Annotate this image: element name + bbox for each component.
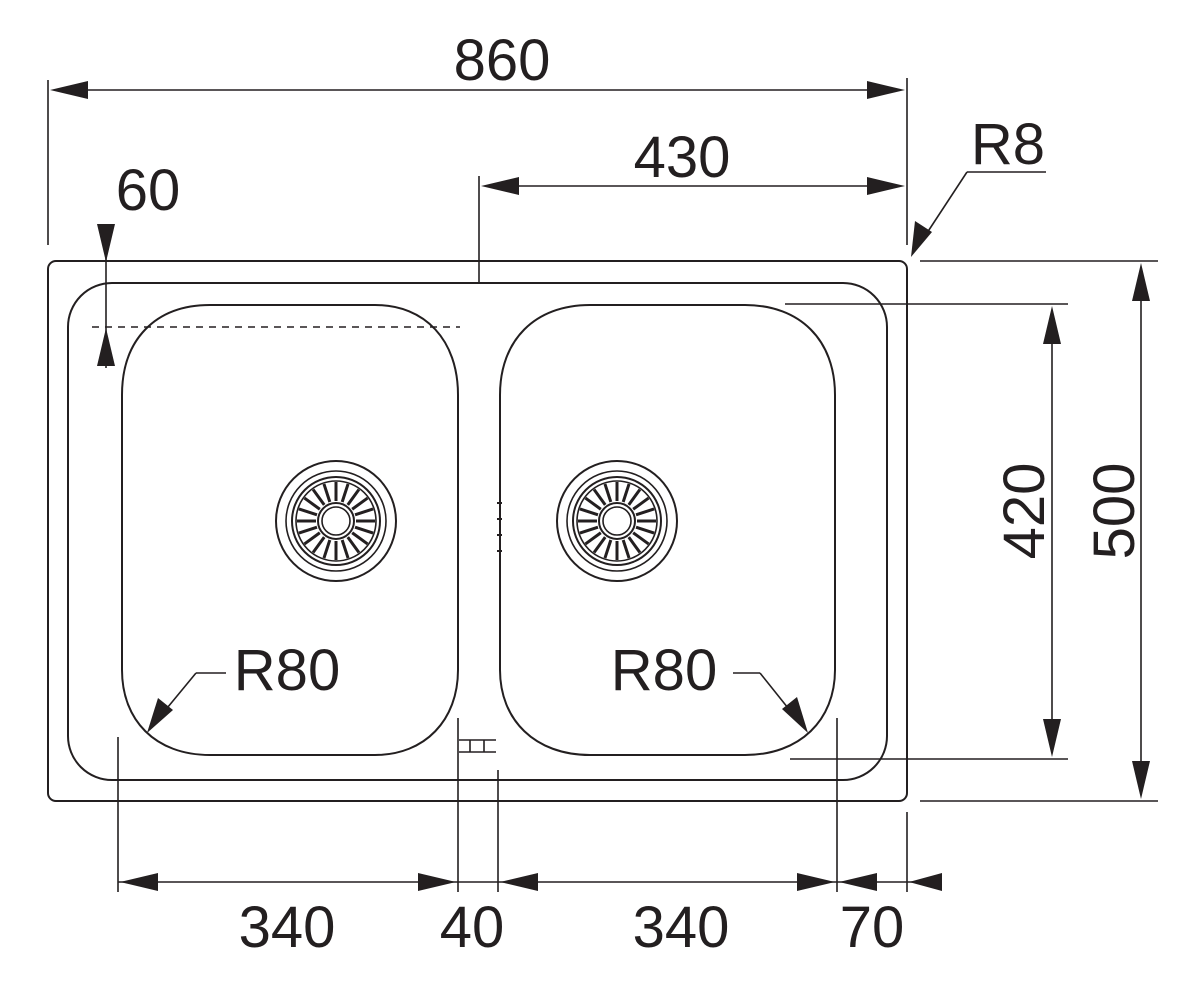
label-500: 500 [1082,463,1147,560]
divider-bridge [459,739,496,753]
label-860: 860 [454,28,551,93]
right-bowl-outline [499,304,836,756]
dimension-bowl-depth: 420 [785,303,1068,760]
label-left-bowl-width: 340 [239,895,336,960]
label-left-r80: R80 [234,638,340,703]
dimension-right-bowl-radius: R80 [611,638,808,733]
label-divider-width: 40 [440,895,505,960]
label-60: 60 [116,158,181,223]
label-right-margin: 70 [840,895,905,960]
dimension-overall-width: 860 [47,28,908,245]
label-right-bowl-width: 340 [633,895,730,960]
dimension-corner-radius: R8 [911,112,1046,257]
label-right-r80: R80 [611,638,717,703]
left-bowl-outline [121,304,459,756]
dimension-overall-depth: 500 [920,260,1158,802]
sink-inner-rim [67,282,888,781]
dimension-rim-offset: 60 [92,158,460,368]
right-drain-strainer [555,459,679,583]
left-drain-strainer [274,459,398,583]
dimension-bottom-chain: 340 40 340 70 [117,718,942,960]
label-420: 420 [992,463,1057,560]
label-430: 430 [634,125,731,190]
dimension-half-width: 430 [478,125,905,283]
dimension-left-bowl-radius: R80 [147,638,340,733]
label-r8: R8 [971,112,1045,177]
overflow-marks [497,502,502,552]
sink-outer-rim [47,260,908,802]
